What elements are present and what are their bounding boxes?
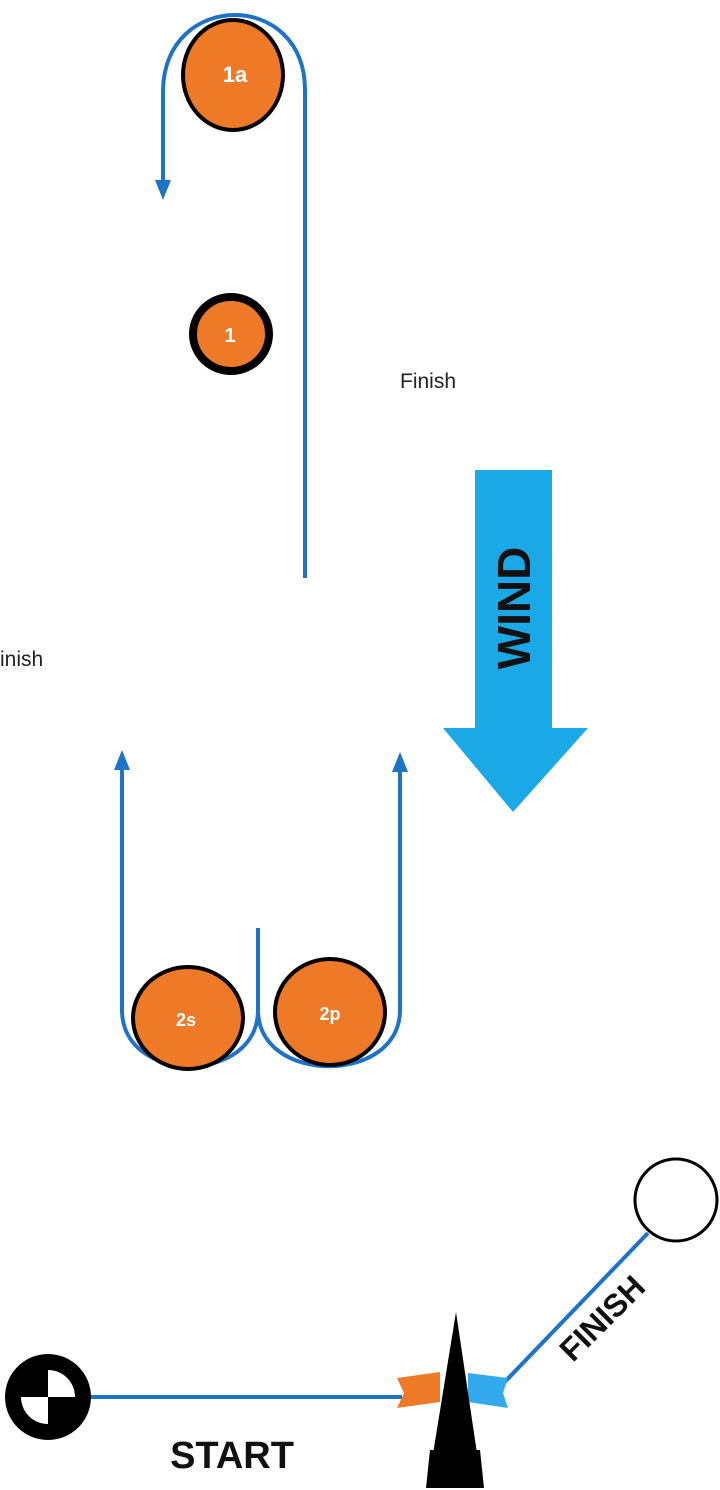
finish-note-lower: inish (0, 648, 44, 671)
arrowhead-down-left (155, 180, 171, 200)
start-pin-buoy (5, 1354, 91, 1440)
mark-1: 1 (189, 293, 273, 375)
finish-mark (633, 1157, 719, 1243)
finish-line (495, 1231, 650, 1392)
mark-1-label: 1 (224, 325, 235, 347)
mark-1a-label: 1a (223, 62, 248, 87)
mark-2s: 2s (131, 965, 245, 1071)
arrowhead-up-left (114, 750, 130, 770)
start-flag (397, 1372, 440, 1408)
mark-2p-label: 2p (319, 1004, 340, 1024)
mark-1a: 1a (181, 18, 285, 132)
finish-note-upper: Finish (400, 370, 457, 393)
mark-2p: 2p (273, 957, 387, 1067)
finish-flag (468, 1373, 508, 1408)
mark-2s-label: 2s (176, 1010, 196, 1030)
wind-arrow: WIND (443, 470, 588, 812)
wind-label: WIND (488, 547, 540, 670)
committee-boat (397, 1312, 508, 1488)
course-line-rounding-1a (161, 13, 307, 578)
arrowhead-up-right (392, 752, 408, 772)
start-label: START (170, 1435, 294, 1477)
